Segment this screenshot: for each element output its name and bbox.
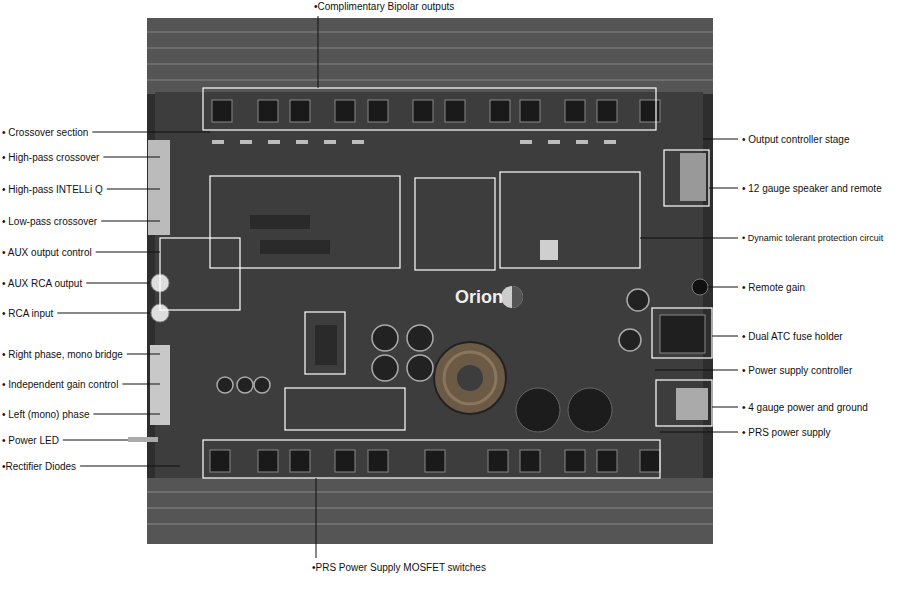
leader-line	[127, 354, 160, 355]
callout-label: • Crossover section	[2, 126, 88, 139]
callout-label: • High-pass crossover	[2, 151, 99, 164]
leader-line	[640, 238, 738, 239]
callout-label: • High-pass INTELLi Q	[2, 183, 103, 196]
callout-label: • 12 gauge speaker and remote	[742, 182, 882, 195]
leader-line	[101, 221, 160, 222]
callout-label: • Output controller stage	[742, 133, 849, 146]
leader-line	[655, 370, 738, 371]
leader-line	[80, 466, 180, 467]
leader-line	[57, 313, 150, 314]
leader-line	[709, 188, 738, 189]
callout-label: • Left (mono) phase	[2, 408, 89, 421]
callout-label: • Dual ATC fuse holder	[742, 330, 843, 343]
brand-logo-text: Orion	[455, 287, 503, 307]
leader-line	[92, 132, 210, 133]
callout-label: • RCA input	[2, 307, 53, 320]
leader-line	[63, 440, 128, 441]
leader-line	[96, 252, 160, 253]
callout-label: • AUX RCA output	[2, 277, 82, 290]
callout-label: • Remote gain	[742, 281, 805, 294]
leader-line	[712, 336, 738, 337]
leader-line	[316, 478, 317, 558]
callout-label: • Power LED	[2, 434, 59, 447]
leader-line	[660, 432, 738, 433]
callout-label: • Dynamic tolerant protection circuit	[742, 232, 883, 245]
leader-line	[107, 189, 160, 190]
leader-line	[712, 407, 738, 408]
callout-label: • Independent gain control	[2, 378, 118, 391]
leader-line	[122, 384, 160, 385]
callout-label: •Complimentary Bipolar outputs	[314, 0, 454, 13]
leader-line	[703, 139, 738, 140]
leader-line	[318, 16, 319, 88]
callout-label: • Low-pass crossover	[2, 215, 97, 228]
callout-label: • Power supply controller	[742, 364, 852, 377]
callout-label: • AUX output control	[2, 246, 92, 259]
callout-label: • Right phase, mono bridge	[2, 348, 123, 361]
leader-line	[708, 287, 738, 288]
leader-line	[93, 414, 160, 415]
callout-label: •PRS Power Supply MOSFET switches	[312, 561, 486, 574]
callout-label: •Rectifier Diodes	[2, 460, 76, 473]
callout-label: • PRS power supply	[742, 426, 831, 439]
callout-label: • 4 gauge power and ground	[742, 401, 868, 414]
leader-line	[103, 157, 160, 158]
leader-line	[86, 283, 150, 284]
